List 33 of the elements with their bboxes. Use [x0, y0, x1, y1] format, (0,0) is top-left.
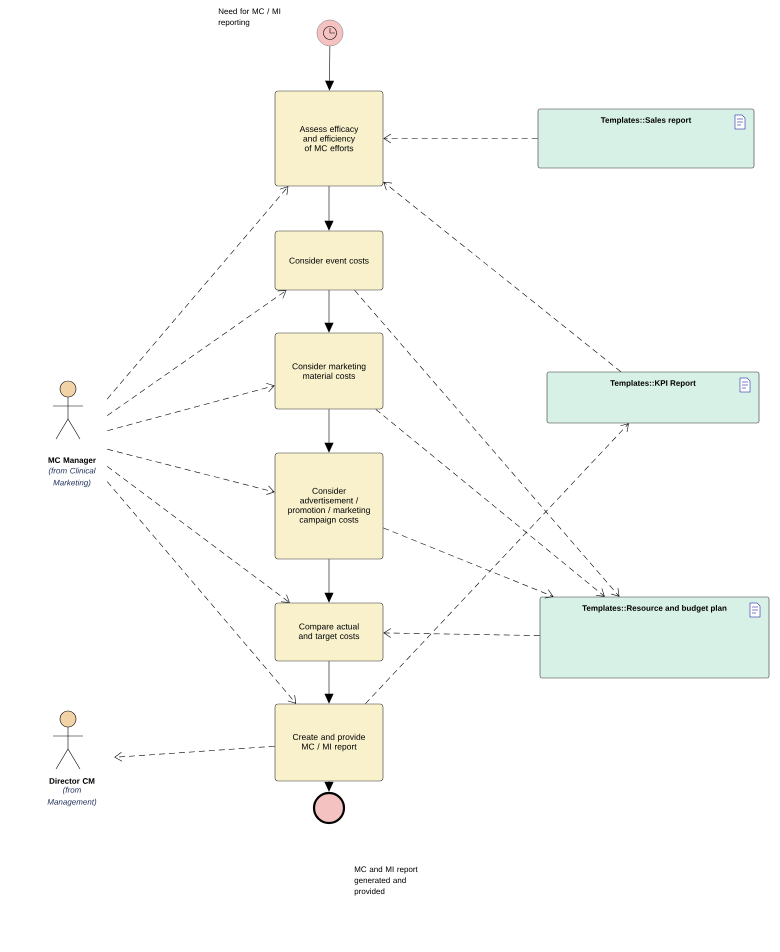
arrow — [383, 528, 554, 598]
end-event-circle — [312, 792, 346, 824]
start-event-circle — [316, 20, 344, 46]
arrow — [114, 746, 275, 762]
node-label: Director CM — [50, 778, 94, 784]
arrow — [106, 466, 290, 603]
arrow — [106, 382, 275, 432]
arrow — [375, 409, 605, 597]
arrow — [106, 186, 288, 400]
document-box: Templates::KPI Report — [546, 372, 760, 424]
activity-box: Assess efficacy and efficiency of MC efforts — [274, 90, 384, 186]
activity-box: Compare actual and target costs — [274, 602, 384, 662]
arrow — [365, 423, 629, 704]
actor-figure: Director CM (from Management) — [48, 710, 96, 806]
arrow — [354, 290, 620, 597]
event-label: Need for MC / MI reporting — [218, 8, 280, 27]
arrow — [383, 628, 540, 638]
arrow — [383, 134, 538, 144]
activity-box: Create and provide MC / MI report — [274, 704, 384, 782]
arrow — [383, 182, 622, 372]
node-label: (from Management) — [48, 786, 96, 806]
arrow — [106, 290, 286, 416]
node-label: MC Manager — [48, 457, 96, 465]
document-box: Templates::Resource and budget plan — [540, 596, 770, 678]
activity-box: Consider advertisement / promotion / marketing campaign costs — [274, 452, 384, 560]
event-label: MC and MI report generated and provided — [354, 866, 418, 896]
document-box: Templates::Sales report — [538, 108, 754, 168]
arrow — [106, 448, 275, 495]
activity-box: Consider marketing material costs — [274, 332, 384, 410]
activity-box: Consider event costs — [274, 230, 384, 290]
node-label: (from Clinical Marketing) — [48, 468, 96, 488]
actor-figure: MC Manager (from Clinical Marketing) — [48, 380, 96, 488]
arrow — [106, 481, 296, 704]
